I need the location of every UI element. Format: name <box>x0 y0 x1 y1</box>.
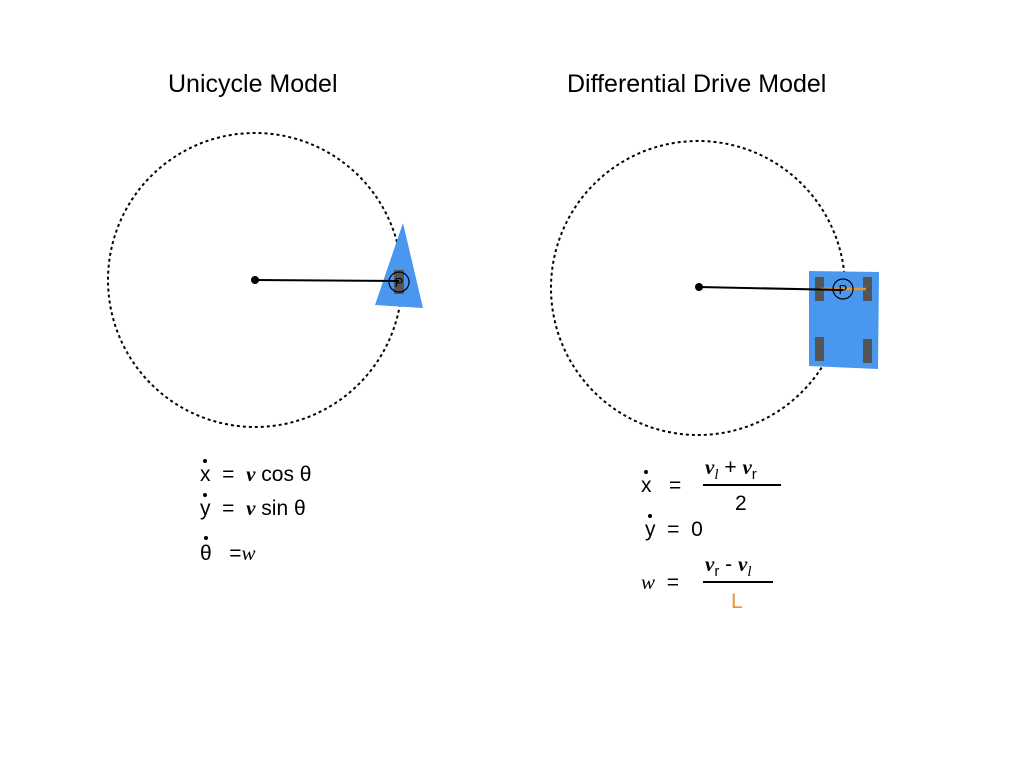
diff-eq-x-lhs: x = <box>641 470 682 498</box>
equals-sign: = <box>667 518 680 541</box>
diff-drive-robot-body <box>809 271 879 369</box>
diff-drive-center-point <box>695 283 703 291</box>
unicycle-radius-line <box>254 279 400 282</box>
equals-sign: = <box>229 542 242 565</box>
omega-symbol: w <box>241 541 256 565</box>
diff-eq-y: y = 0 <box>645 514 703 542</box>
diff-drive-diagram: P <box>550 140 879 436</box>
unicycle-point-p-label: P <box>395 275 404 290</box>
subscript-l: l <box>714 467 719 483</box>
diff-drive-point-p-marker <box>832 278 854 300</box>
diff-drive-wheel-rear-right <box>863 339 872 363</box>
velocity-left-symbol: v <box>705 455 715 479</box>
minus-sign: - <box>719 553 738 576</box>
diff-eq-x-numerator: vl + vr <box>705 455 757 484</box>
diff-eq-w-fraction-bar <box>703 581 773 583</box>
sin-term: sin θ <box>255 497 306 520</box>
y-dot-symbol: y <box>645 514 656 542</box>
diff-drive-point-p-label: P <box>839 282 848 297</box>
velocity-right-symbol: v <box>705 552 715 576</box>
diff-eq-x-fraction-bar <box>703 484 781 486</box>
differential-drive-model-title: Differential Drive Model <box>567 70 827 98</box>
equals-sign: = <box>666 571 679 594</box>
subscript-l: l <box>747 564 752 580</box>
diff-eq-x-denominator: 2 <box>735 492 747 515</box>
unicycle-eq-x: x = v cos θ <box>200 459 312 487</box>
plus-sign: + <box>718 456 743 479</box>
theta-dot-symbol: θ <box>200 536 212 566</box>
zero-value: 0 <box>691 518 703 541</box>
velocity-left-symbol: v <box>738 552 748 576</box>
unicycle-robot-body <box>375 223 423 308</box>
diff-eq-w-numerator: vr - vl <box>705 552 752 581</box>
diff-eq-w-lhs: w = <box>641 570 679 595</box>
unicycle-eq-theta: θ =w <box>200 536 256 566</box>
unicycle-eq-y: y = v sin θ <box>200 493 306 521</box>
unicycle-diagram: P <box>107 132 423 428</box>
equals-sign: = <box>222 463 235 486</box>
velocity-symbol: v <box>246 462 256 486</box>
omega-symbol: w <box>641 570 656 594</box>
y-dot-symbol: y <box>200 493 211 521</box>
x-dot-symbol: x <box>200 459 211 487</box>
subscript-r: r <box>714 563 720 580</box>
unicycle-model-title: Unicycle Model <box>168 70 338 98</box>
subscript-r: r <box>751 466 757 483</box>
equals-sign: = <box>669 474 682 497</box>
velocity-symbol: v <box>246 496 256 520</box>
wheelbase-label: L <box>731 590 743 613</box>
unicycle-wheel <box>394 270 404 294</box>
diff-drive-radius-line <box>698 286 844 291</box>
diff-drive-wheel-rear-left <box>815 337 824 361</box>
unicycle-point-p-marker <box>388 271 410 293</box>
velocity-right-symbol: v <box>742 455 752 479</box>
unicycle-center-point <box>251 276 259 284</box>
diff-drive-wheel-front-right <box>863 277 872 301</box>
x-dot-symbol: x <box>641 470 652 498</box>
cos-term: cos θ <box>255 463 312 486</box>
equals-sign: = <box>222 497 235 520</box>
